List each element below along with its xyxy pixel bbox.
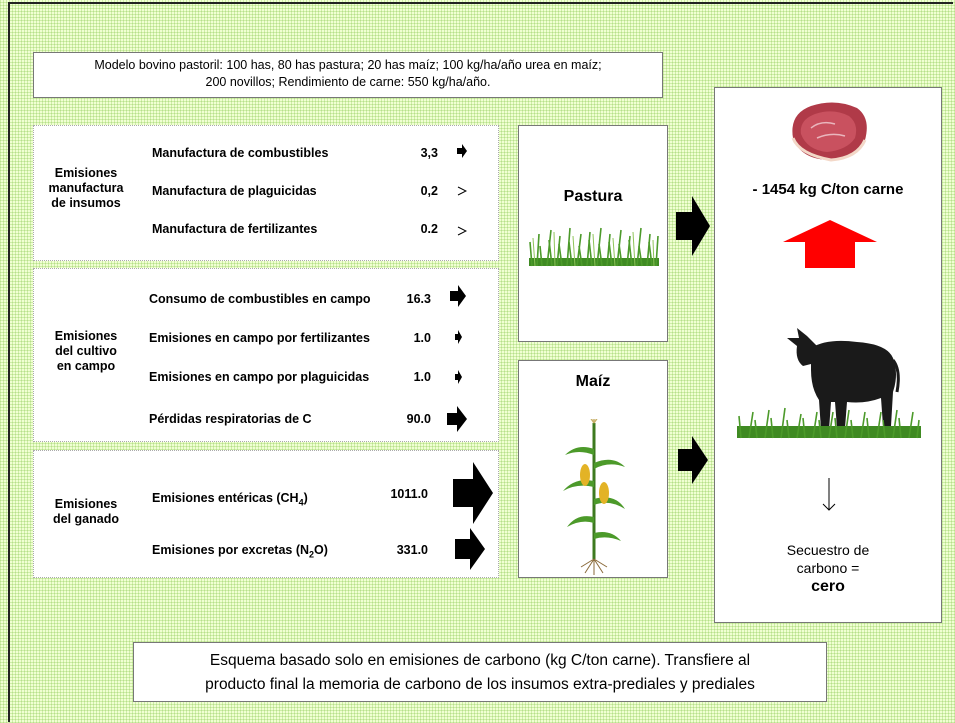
- group-title: Emisiones del cultivo en campo: [38, 329, 134, 374]
- sequestration-value: cero: [811, 578, 845, 595]
- emission-arrow-icon: [450, 140, 474, 162]
- sequestration-line: Secuestro de: [786, 542, 870, 558]
- row-value: 0,2: [420, 184, 438, 198]
- group-title-line: manufactura: [48, 181, 124, 195]
- footnote-line1: Esquema basado solo en emisiones de carb…: [209, 652, 751, 669]
- row-label: Emisiones en campo por plaguicidas: [149, 370, 370, 384]
- corn-plant-icon: [559, 415, 629, 575]
- emission-arrow-icon: [450, 180, 474, 202]
- flow-arrow-icon: [676, 196, 710, 261]
- group-title-line: Emisiones: [54, 497, 118, 511]
- slide-frame: [8, 2, 953, 722]
- grass-icon: [529, 224, 659, 270]
- group-title-line: en campo: [56, 359, 116, 373]
- emission-arrow-icon: [450, 461, 496, 525]
- emission-arrow-icon: [450, 220, 474, 242]
- cow-icon: [737, 308, 921, 463]
- group-manufactura-insumos: Emisiones manufactura de insumos Manufac…: [33, 125, 499, 261]
- model-description-line2: 200 novillos; Rendimiento de carne: 550 …: [205, 75, 491, 89]
- pastura-box: Pastura: [518, 125, 668, 342]
- group-title-line: Emisiones: [54, 329, 118, 343]
- model-description: Modelo bovino pastoril: 100 has, 80 has …: [33, 52, 663, 98]
- row-value: 3,3: [420, 146, 438, 160]
- row-label-subscript: 2: [309, 549, 315, 560]
- footnote-line2: producto final la memoria de carbono de …: [205, 676, 755, 693]
- result-value: - 1454 kg C/ton carne: [752, 181, 904, 198]
- group-title-line: Emisiones: [54, 166, 118, 180]
- group-title: Emisiones manufactura de insumos: [38, 166, 134, 211]
- group-title-line: de insumos: [51, 196, 121, 210]
- row-label: Emisiones en campo por fertilizantes: [149, 331, 370, 345]
- emission-arrow-icon: [452, 527, 488, 571]
- group-title-line: del ganado: [53, 512, 119, 526]
- row-label: Manufactura de fertilizantes: [152, 222, 318, 236]
- group-cultivo-campo: Emisiones del cultivo en campo Consumo d…: [33, 268, 499, 442]
- sequestration-line: carbono =: [796, 560, 860, 576]
- row-label-text: Emisiones entéricas (CH: [152, 491, 299, 505]
- row-label: Emisiones entéricas (CH4): [152, 491, 308, 508]
- row-value: 1011.0: [390, 487, 428, 501]
- model-description-line1: Modelo bovino pastoril: 100 has, 80 has …: [94, 58, 602, 72]
- row-value: 0.2: [420, 222, 438, 236]
- row-label: Emisiones por excretas (N2O): [152, 543, 328, 560]
- group-title-line: del cultivo: [55, 344, 117, 358]
- group-ganado: Emisiones del ganado Emisiones entéricas…: [33, 450, 499, 578]
- maiz-title: Maíz: [575, 373, 611, 390]
- row-value: 1.0: [413, 331, 431, 345]
- meat-icon: [787, 98, 871, 169]
- emission-arrow-icon: [446, 325, 470, 349]
- row-label-subscript: 4: [298, 497, 304, 508]
- row-label: Pérdidas respiratorias de C: [149, 412, 312, 426]
- row-label-text: O): [314, 543, 328, 557]
- footnote: Esquema basado solo en emisiones de carb…: [133, 642, 827, 702]
- row-value: 331.0: [396, 543, 428, 557]
- up-arrow-icon: [783, 220, 877, 273]
- row-label: Manufactura de plaguicidas: [152, 184, 317, 198]
- row-label: Manufactura de combustibles: [152, 146, 329, 160]
- emission-arrow-icon: [446, 365, 470, 389]
- row-label-text: ): [303, 491, 308, 505]
- result-box: - 1454 kg C/ton carne Secuestro de carbo…: [714, 87, 942, 623]
- group-title: Emisiones del ganado: [38, 497, 134, 527]
- row-value: 90.0: [406, 412, 431, 426]
- maiz-box: Maíz: [518, 360, 668, 578]
- emission-arrow-icon: [442, 403, 472, 435]
- pastura-title: Pastura: [563, 188, 623, 205]
- down-arrow-icon: [821, 478, 837, 517]
- row-value: 16.3: [406, 292, 431, 306]
- emission-arrow-icon: [446, 281, 470, 311]
- sequestration-label: Secuestro de carbono =: [715, 541, 941, 577]
- row-label: Consumo de combustibles en campo: [149, 292, 371, 306]
- flow-arrow-icon: [678, 436, 708, 489]
- row-label-text: Emisiones por excretas (N: [152, 543, 310, 557]
- row-value: 1.0: [413, 370, 431, 384]
